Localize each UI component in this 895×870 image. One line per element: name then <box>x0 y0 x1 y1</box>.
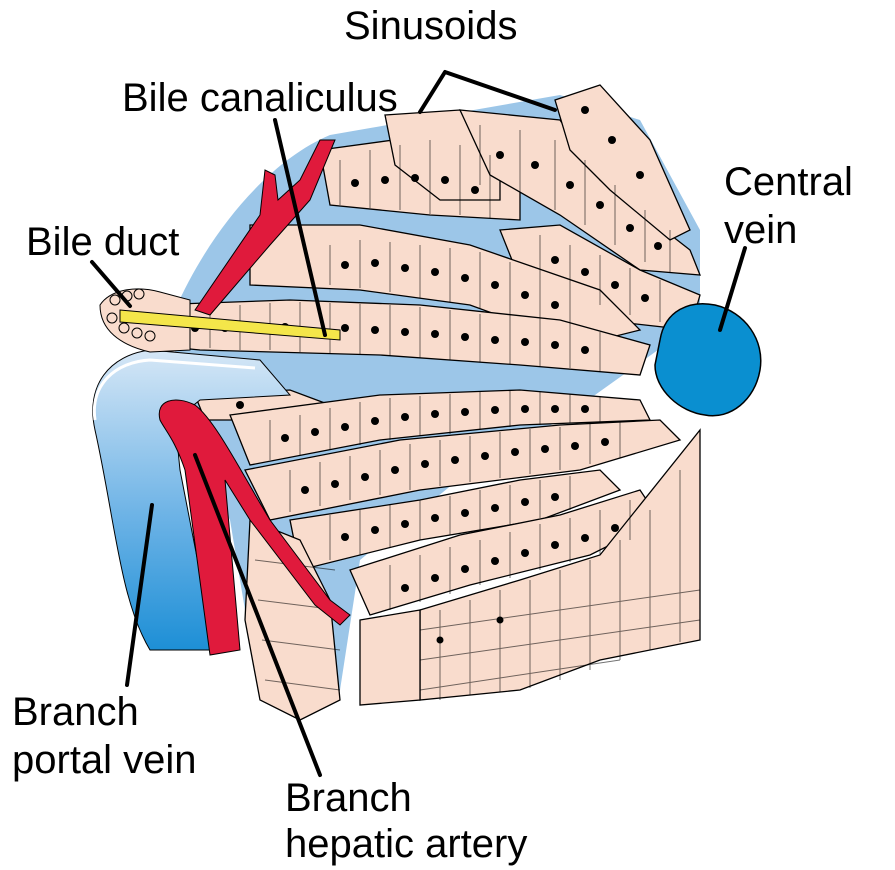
bile-canaliculus-label: Bile canaliculus <box>122 76 398 120</box>
central-vein-label-line1: Central <box>724 160 853 204</box>
bile-duct-label: Bile duct <box>26 220 179 264</box>
branch-hepatic-artery-label-line2: hepatic artery <box>285 822 527 866</box>
branch-portal-vein-label-line1: Branch <box>12 690 139 734</box>
branch-portal-vein-label-line2: portal vein <box>12 738 197 782</box>
branch-hepatic-artery-label-line1: Branch <box>285 776 412 820</box>
sinusoids-label: Sinusoids <box>344 4 517 48</box>
central-vein <box>655 304 761 416</box>
central-vein-label-line2: vein <box>724 208 797 252</box>
